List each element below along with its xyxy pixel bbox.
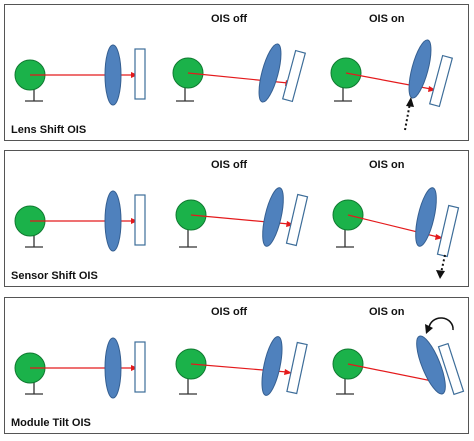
light-ray <box>347 363 438 383</box>
lens-shift-diagram <box>14 39 454 131</box>
sensor-icon <box>134 341 146 393</box>
scene-ois-off <box>172 43 307 103</box>
curved-rotate-arrow-icon <box>425 317 454 334</box>
ois-off-label: OIS off <box>211 306 248 318</box>
lens-icon <box>262 187 284 247</box>
lens-icon <box>104 337 122 399</box>
panel-module-tilt: OIS off OIS on <box>4 297 469 434</box>
scene-ois-on <box>332 317 465 396</box>
lens-icon <box>261 336 283 396</box>
panel-title: Lens Shift OIS <box>11 124 87 136</box>
scene-reference <box>14 190 146 252</box>
scene-reference <box>14 44 146 106</box>
ois-on-label: OIS on <box>369 306 405 318</box>
sensor-icon <box>436 204 460 258</box>
ray-arrowhead <box>284 369 292 375</box>
sensor-icon <box>134 194 146 246</box>
sensor-icon <box>437 342 465 396</box>
lens-icon <box>416 335 446 395</box>
scene-ois-on <box>332 187 460 279</box>
module-tilt-diagram <box>14 317 465 399</box>
sensor-icon <box>281 49 307 103</box>
ois-on-label: OIS on <box>369 159 405 171</box>
ois-on-label: OIS on <box>369 13 405 25</box>
sensor-icon <box>285 193 309 247</box>
panel-sensor-shift: OIS off OIS on <box>4 150 469 287</box>
lens-icon <box>415 187 437 247</box>
dotted-arrow-down-icon <box>436 254 446 279</box>
ois-off-label: OIS off <box>211 159 248 171</box>
lens-icon <box>104 190 122 252</box>
scene-ois-on <box>330 39 454 131</box>
dotted-arrow-up-icon <box>404 97 414 131</box>
panel-title: Module Tilt OIS <box>11 417 91 429</box>
lens-icon <box>408 39 432 99</box>
scene-ois-off <box>175 336 308 396</box>
sensor-icon <box>286 341 308 395</box>
lens-icon <box>258 43 282 103</box>
scene-reference <box>14 337 146 399</box>
lens-icon <box>104 44 122 106</box>
scene-ois-off <box>175 187 309 248</box>
tree-icon <box>175 199 207 231</box>
panel-title: Sensor Shift OIS <box>11 270 98 282</box>
sensor-icon <box>134 48 146 100</box>
panel-lens-shift: OIS off OIS on <box>4 4 469 141</box>
ois-off-label: OIS off <box>211 13 248 25</box>
sensor-icon <box>428 54 454 108</box>
sensor-shift-diagram <box>14 187 460 279</box>
